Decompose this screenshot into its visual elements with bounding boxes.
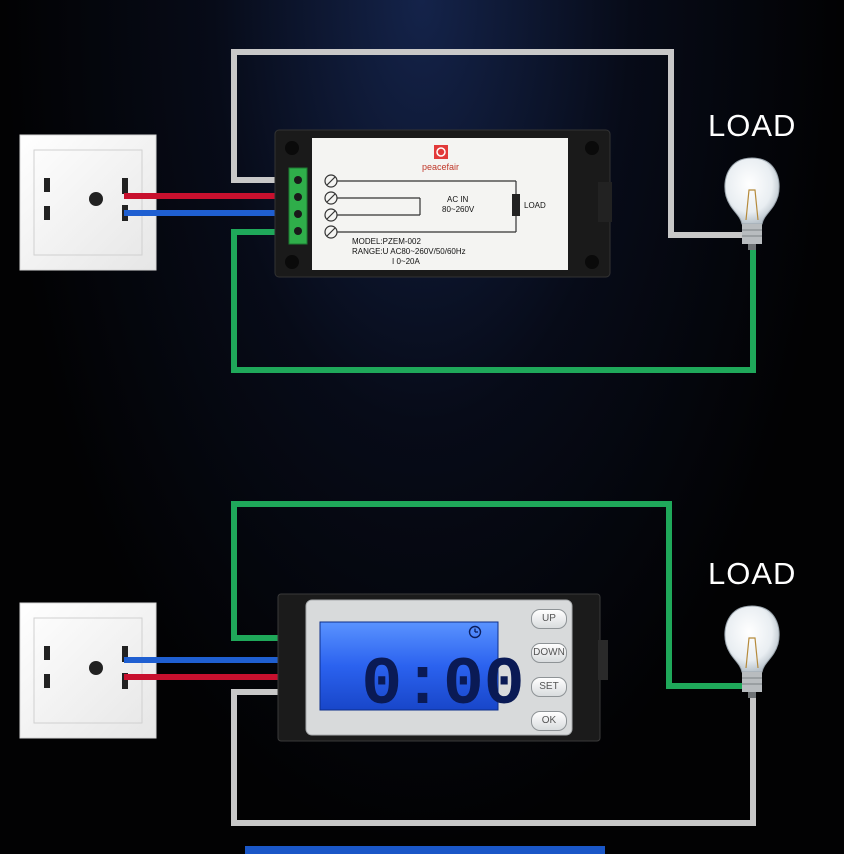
model-text: MODEL:PZEM-002 [352,237,421,246]
clock-icon [468,625,482,639]
top-grey-wire [231,49,750,238]
load-terminal-text: LOAD [524,201,546,210]
set-button[interactable]: SET [531,677,567,697]
top-meter-back: peacefair AC IN 80~260V LOAD MODEL:PZEM-… [274,129,612,278]
ac-in-text: AC IN [447,195,469,204]
bottom-load-label: LOAD [708,556,797,591]
lcd-display-value: 0:00 [361,647,524,724]
bottom-light-bulb-icon [724,605,780,698]
ac-range-text: 80~260V [442,205,475,214]
meter-button-group: UP DOWN SET OK [531,609,569,745]
lcd-screen [319,621,499,711]
top-wall-socket [19,134,157,271]
down-button[interactable]: DOWN [531,643,567,663]
bottom-wall-socket [19,602,157,739]
top-diagram: peacefair AC IN 80~260V LOAD MODEL:PZEM-… [19,49,780,373]
bottom-diagram: 0:00 [19,501,756,826]
range-i-text: I 0~20A [392,257,420,266]
top-load-label: LOAD [708,108,797,143]
ok-button[interactable]: OK [531,711,567,731]
top-green-wire [231,229,756,373]
range-u-text: RANGE:U AC80~260V/50/60Hz [352,247,466,256]
bottom-meter-front: 0:00 [277,593,608,742]
brand-text: peacefair [422,162,459,172]
bottom-green-wire [231,501,750,689]
top-light-bulb-icon [724,157,780,250]
bottom-grey-wire [231,689,756,826]
up-button[interactable]: UP [531,609,567,629]
peacefair-logo [434,145,448,159]
accent-bar [245,846,605,854]
